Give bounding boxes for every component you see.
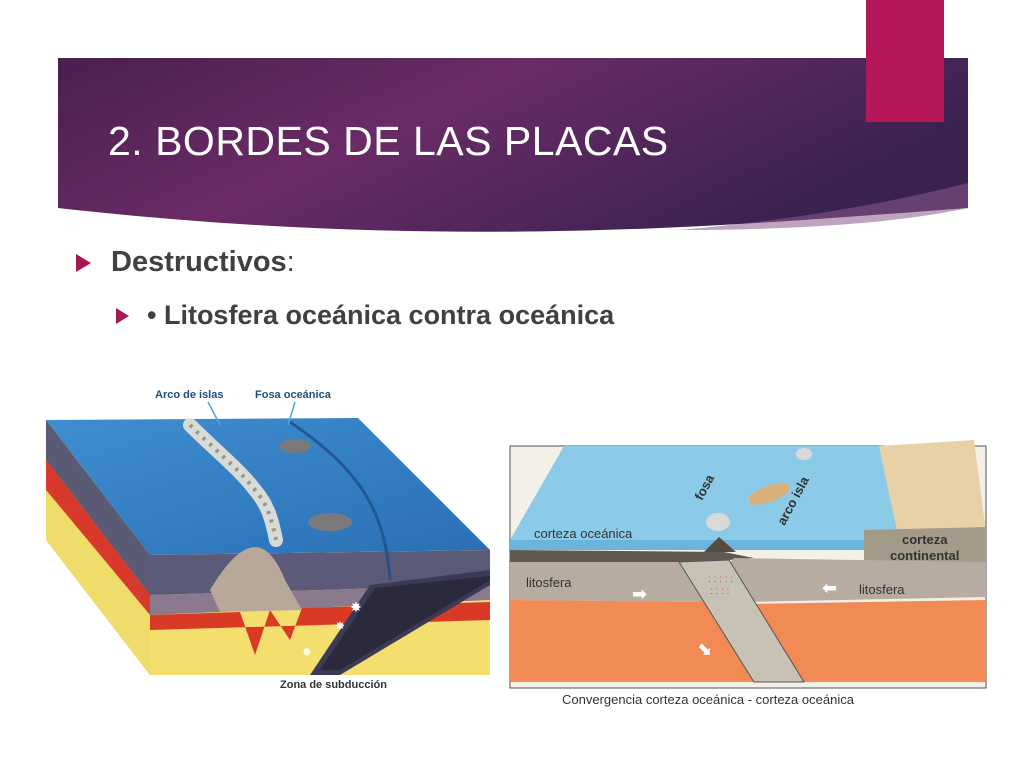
svg-text:✸: ✸ <box>302 645 312 659</box>
svg-text:: : : : :: : : : : : <box>708 574 733 585</box>
bullet-oceanic-vs-oceanic: • Litosfera oceánica contra oceánica <box>116 300 614 331</box>
label-oceanic-crust: corteza oceánica <box>534 526 633 541</box>
svg-text:➡: ➡ <box>632 584 647 604</box>
label-lithosphere-right: litosfera <box>859 582 905 597</box>
svg-text:✸: ✸ <box>335 619 345 633</box>
bullet-destructivos: Destructivos: <box>76 246 295 279</box>
label-continental-crust-1: corteza <box>902 532 948 547</box>
svg-text:✸: ✸ <box>350 599 362 615</box>
bullet-arrow-icon <box>76 253 91 272</box>
label-lithosphere-left: litosfera <box>526 575 572 590</box>
label-continental-crust-2: continental <box>890 548 959 563</box>
subduction-block-diagram: ✸ ✸ ✸ Arco de islas Fosa oceánica Zona d… <box>40 380 490 700</box>
label-island-arc: Arco de islas <box>155 389 223 401</box>
oceanic-convergence-diagram: : : : : : : : : : ➡ ⬅ ➡ fosa arco isla c… <box>504 432 990 717</box>
bullet-arrow-icon <box>116 307 129 324</box>
bullet-text: • Litosfera oceánica contra oceánica <box>147 300 615 330</box>
figure-caption: Convergencia corteza oceánica - corteza … <box>562 692 855 707</box>
slide-title: 2. BORDES DE LAS PLACAS <box>108 118 669 164</box>
svg-text:⬅: ⬅ <box>822 578 837 598</box>
bullet-text: Destructivos <box>111 246 287 278</box>
label-subduction-zone: Zona de subducción <box>280 679 387 691</box>
svg-text:: : : :: : : : : <box>710 586 729 597</box>
bullet-suffix: : <box>286 246 295 278</box>
label-oceanic-trench: Fosa oceánica <box>255 389 332 401</box>
title-banner <box>58 58 968 242</box>
accent-tab <box>866 0 944 122</box>
